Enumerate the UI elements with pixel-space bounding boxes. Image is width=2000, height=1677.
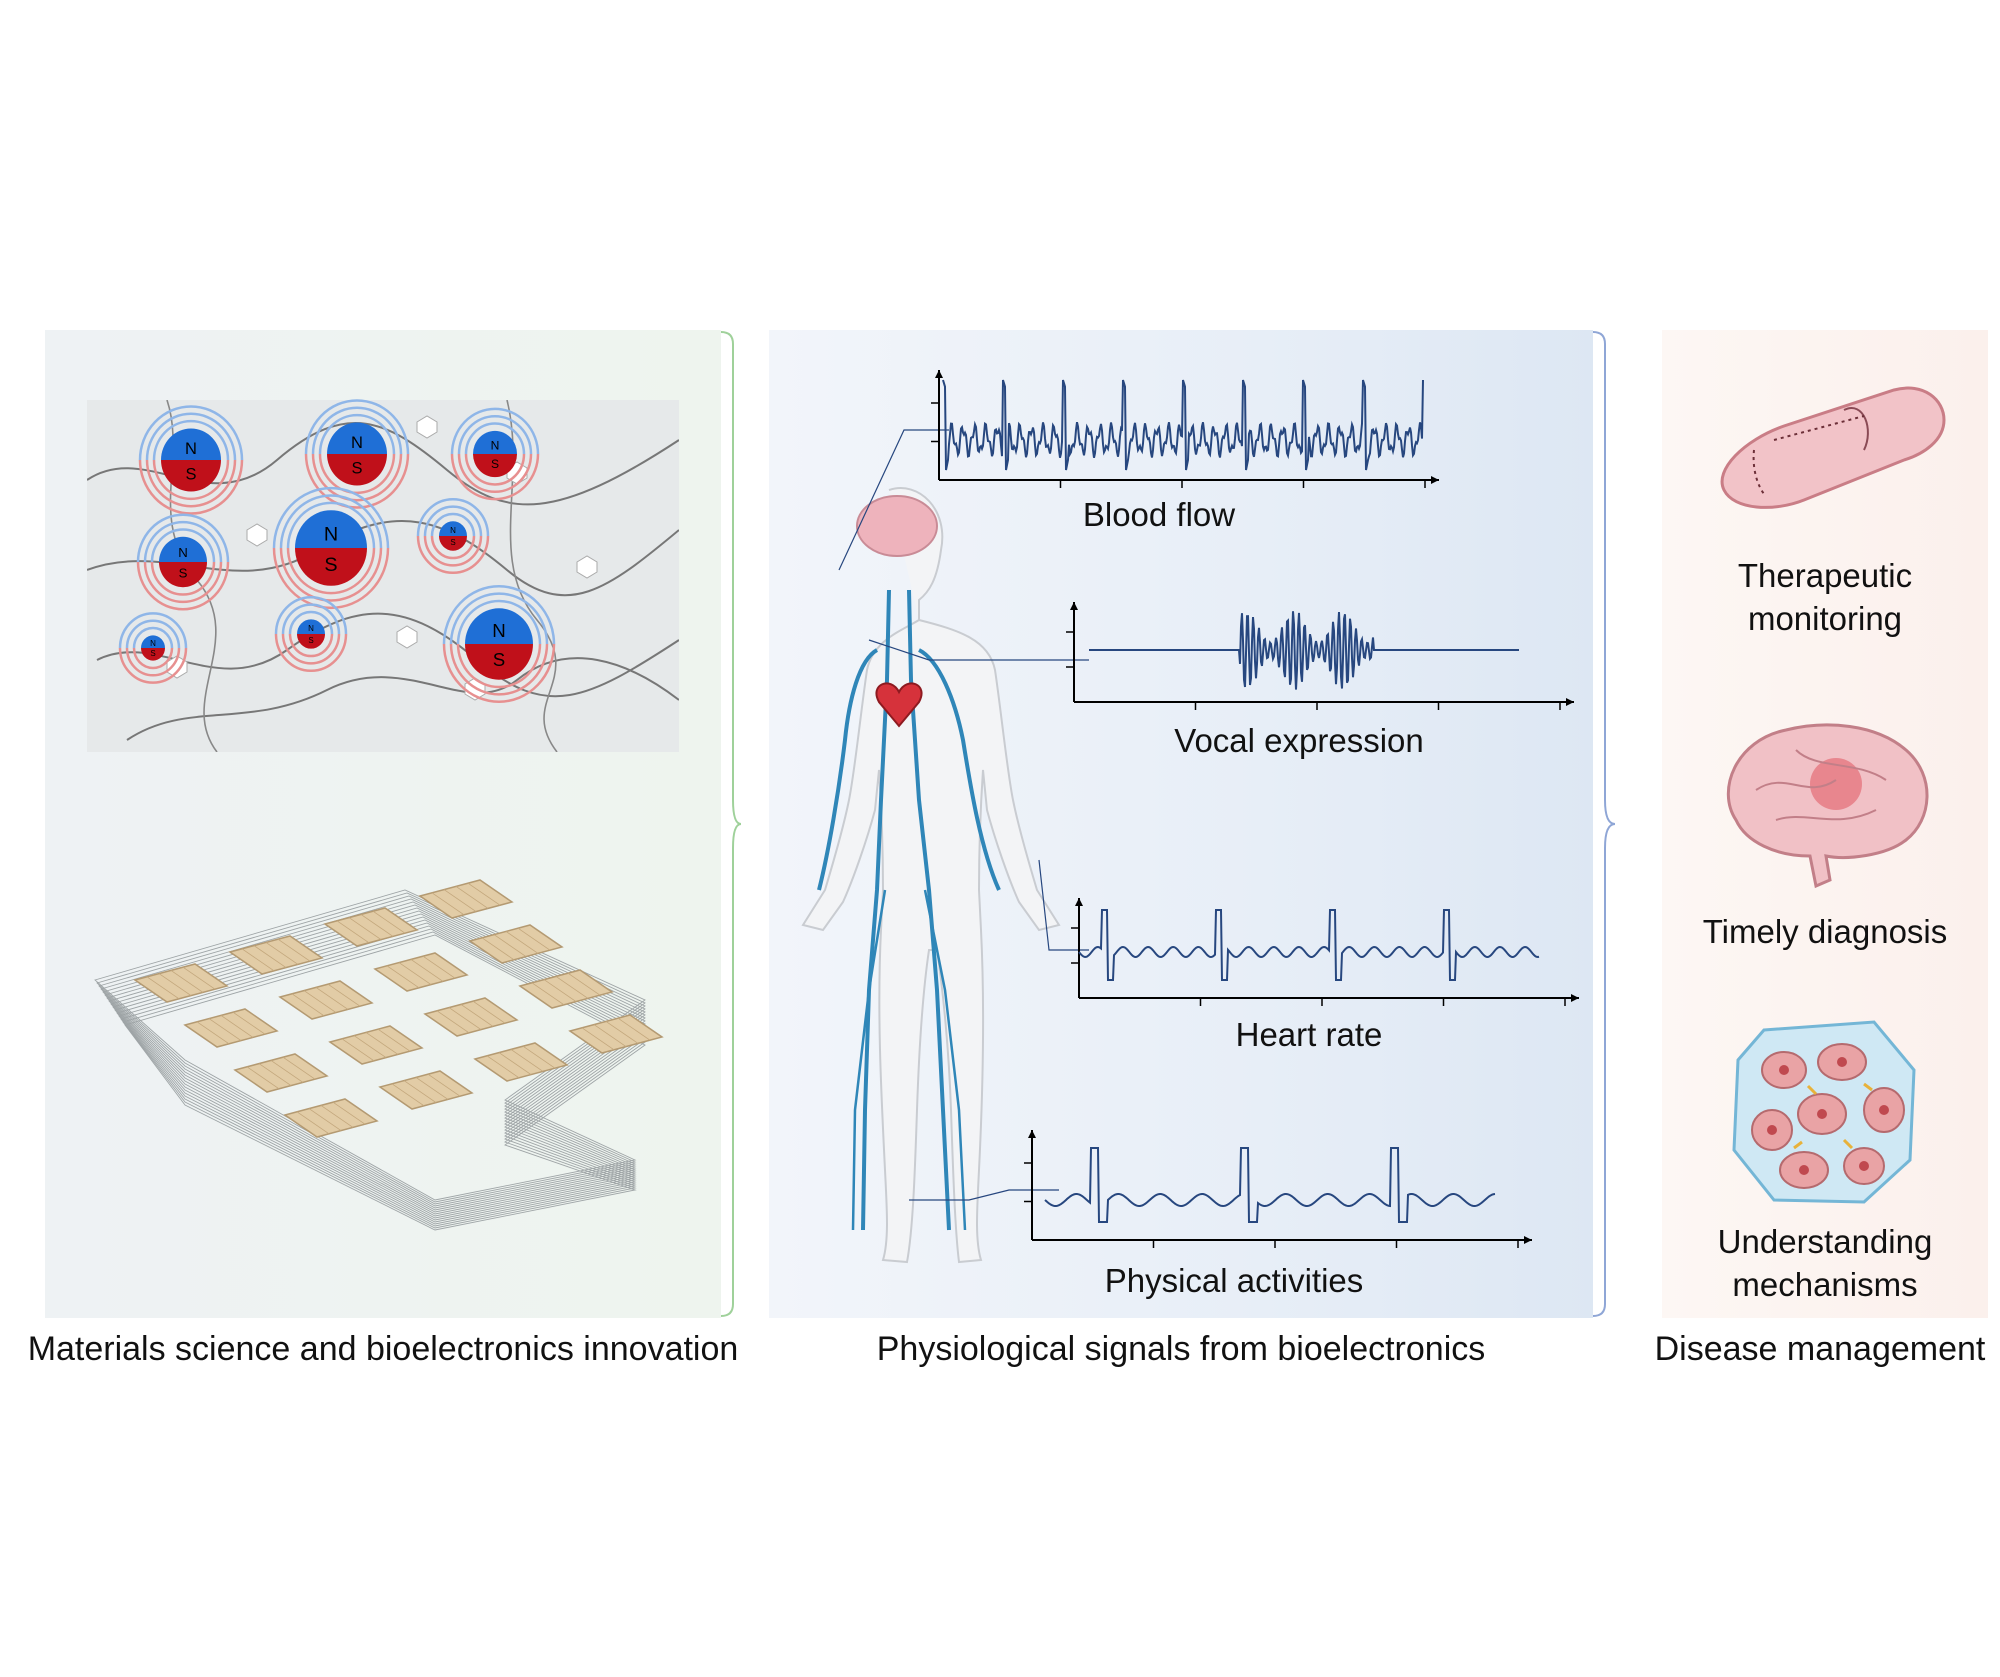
north-pole-label: N (491, 439, 500, 453)
north-pole-label: N (351, 434, 363, 452)
sensor-pad (378, 1070, 474, 1110)
sutured-vessel-icon (1720, 386, 1946, 509)
magnetic-particle: NS (136, 513, 230, 611)
north-pole-label: N (308, 624, 314, 633)
human-body-illustration (801, 487, 1061, 1264)
interconnect-trace (106, 907, 646, 1213)
interconnect-trace (112, 916, 646, 1219)
sensor-pad (468, 924, 564, 964)
signal-axes (1024, 1130, 1532, 1248)
magnetic-particle: NS (118, 612, 188, 684)
interconnect-trace (110, 913, 646, 1217)
south-pole-label: S (150, 649, 155, 658)
north-pole-label: N (450, 526, 456, 535)
sensor-pad (233, 1053, 329, 1093)
south-pole-label: S (450, 538, 455, 547)
south-pole-label: S (491, 457, 499, 471)
signal-axes (1071, 898, 1579, 1006)
signal-label-physical-activities: Physical activities (1104, 1262, 1364, 1299)
interconnect-trace (120, 928, 646, 1227)
sensor-pad (473, 1042, 569, 1082)
disease-label-timely-diagnosis: Timely diagnosis (1702, 913, 1948, 950)
physical-activities-trace (1044, 1147, 1496, 1223)
sensor-pad (133, 963, 229, 1003)
south-pole-label: S (493, 649, 505, 670)
materials-caption: Materials science and bioelectronics inn… (27, 1330, 739, 1368)
signal-label-heart-rate: Heart rate (1235, 1016, 1383, 1053)
sensor-pad (568, 1014, 664, 1054)
disease-label-therapeutic-monitoring: Therapeutic monitoring (1737, 557, 1913, 637)
brain-icon (856, 495, 938, 557)
north-pole-label: N (150, 639, 156, 648)
magnetic-particle: NS (416, 498, 490, 574)
vocal-expression-trace (1089, 611, 1519, 690)
sensor-pad (228, 935, 324, 975)
stretchable-electronics-array (94, 879, 664, 1231)
north-pole-label: N (178, 545, 188, 560)
brain-icon (1726, 723, 1929, 889)
interconnect-trace (122, 931, 646, 1229)
magnetic-particle: NS (442, 585, 556, 703)
interconnect-trace (116, 922, 646, 1223)
heart-rate-trace (1078, 909, 1540, 981)
interconnect-trace (104, 904, 646, 1211)
magnetic-particle: NS (450, 407, 540, 501)
signal-label-vocal-expression: Vocal expression (1174, 722, 1424, 759)
north-pole-label: N (492, 620, 506, 641)
south-pole-label: S (324, 554, 337, 576)
signal-axes (1066, 602, 1574, 710)
signal-axes (931, 370, 1439, 488)
cell-tissue-icon (1732, 1020, 1916, 1204)
signals-panel: Blood flow Vocal expression Heart rate P… (769, 330, 1616, 1318)
sensor-pad (283, 1098, 379, 1138)
magnetic-particle: NS (304, 399, 410, 509)
sensor-pad (423, 997, 519, 1037)
signals-caption: Physiological signals from bioelectronic… (876, 1330, 1486, 1368)
disease-caption: Disease management (1654, 1330, 1986, 1368)
disease-panel: Therapeutic monitoring Timely diagnosis … (1662, 330, 1988, 1318)
south-pole-label: S (308, 636, 313, 645)
interconnect-trace (124, 934, 646, 1231)
interconnect-trace (118, 925, 646, 1225)
blood-flow-trace (942, 379, 1424, 471)
north-pole-label: N (185, 440, 197, 458)
south-pole-label: S (351, 459, 362, 477)
sensor-pad (518, 969, 614, 1009)
magnetic-particle: NS (274, 596, 348, 672)
north-pole-label: N (324, 524, 338, 546)
sensor-pad (328, 1025, 424, 1065)
sensor-pad (278, 980, 374, 1020)
signal-traces (838, 370, 1579, 1248)
sensor-pad (183, 1008, 279, 1048)
interconnect-trace (102, 901, 646, 1209)
middle-bracket (1592, 331, 1616, 1317)
south-pole-label: S (185, 465, 196, 483)
south-pole-label: S (179, 565, 188, 580)
disease-label-understanding-mechanisms: Understanding mechanisms (1717, 1223, 1933, 1303)
sensor-pad (323, 907, 419, 947)
left-bracket (720, 331, 742, 1317)
sensor-pad (418, 879, 514, 919)
interconnect-trace (108, 910, 646, 1215)
interconnect-trace (114, 919, 646, 1221)
heart-icon (875, 682, 923, 728)
magnetic-particle: NS (138, 405, 244, 515)
magnetic-particle: NS (272, 486, 390, 610)
sensor-pad (373, 952, 469, 992)
signal-label-blood-flow: Blood flow (1082, 496, 1236, 533)
